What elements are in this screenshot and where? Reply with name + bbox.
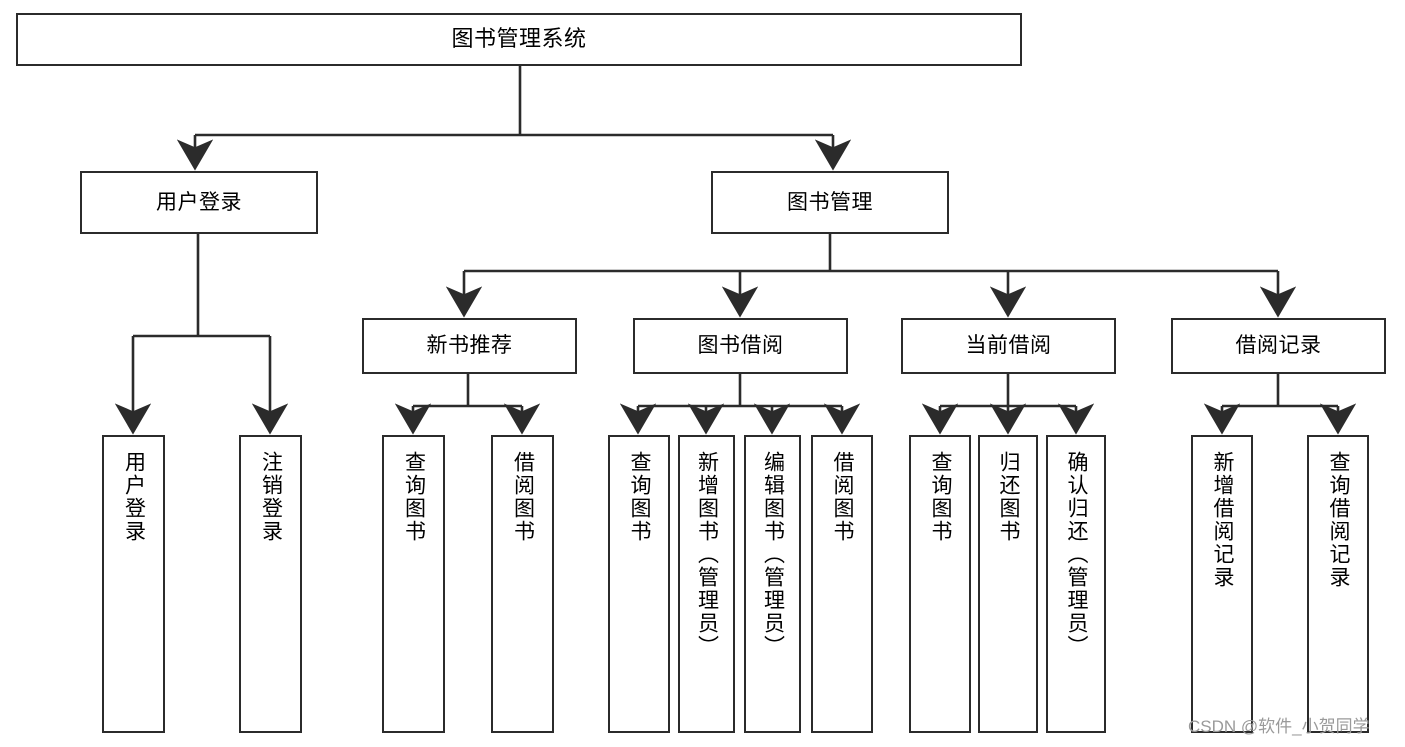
node-book-management[interactable]: 图书管理	[711, 171, 949, 234]
leaf-borrow-borrow-book[interactable]: 借阅图书	[811, 435, 873, 733]
node-borrow-record[interactable]: 借阅记录	[1171, 318, 1386, 374]
leaf-current-return-book[interactable]: 归还图书	[978, 435, 1038, 733]
node-label: 确认归还（管理员）	[1065, 451, 1089, 658]
node-label: 注销登录	[259, 451, 283, 543]
node-label: 新增图书（管理员）	[695, 451, 719, 658]
node-label: 新增借阅记录	[1211, 451, 1235, 589]
node-label: 查询借阅记录	[1327, 451, 1351, 589]
node-label: 用户登录	[122, 451, 146, 543]
node-label: 借阅记录	[1235, 334, 1322, 358]
leaf-record-query-record[interactable]: 查询借阅记录	[1307, 435, 1369, 733]
node-label: 编辑图书（管理员）	[761, 451, 785, 658]
watermark-text: CSDN @软件_小贺同学	[1188, 717, 1370, 736]
node-user-login[interactable]: 用户登录	[80, 171, 318, 234]
node-label: 用户登录	[156, 190, 242, 214]
leaf-borrow-add-book-admin[interactable]: 新增图书（管理员）	[678, 435, 735, 733]
node-label: 图书借阅	[697, 334, 784, 358]
node-label: 图书管理	[787, 190, 873, 214]
node-label: 图书管理系统	[451, 26, 587, 52]
node-label: 借阅图书	[511, 451, 535, 543]
node-label: 当前借阅	[965, 334, 1052, 358]
node-label: 查询图书	[929, 451, 953, 543]
node-label: 查询图书	[628, 451, 652, 543]
node-new-book-recommend[interactable]: 新书推荐	[362, 318, 577, 374]
leaf-record-add-record[interactable]: 新增借阅记录	[1191, 435, 1253, 733]
leaf-current-query-book[interactable]: 查询图书	[909, 435, 971, 733]
leaf-current-confirm-return-admin[interactable]: 确认归还（管理员）	[1046, 435, 1106, 733]
leaf-user-login-signout[interactable]: 注销登录	[239, 435, 302, 733]
leaf-user-login-signin[interactable]: 用户登录	[102, 435, 165, 733]
node-label: 新书推荐	[426, 334, 513, 358]
leaf-borrow-query-book[interactable]: 查询图书	[608, 435, 670, 733]
node-label: 借阅图书	[831, 451, 855, 543]
node-root-system[interactable]: 图书管理系统	[16, 13, 1022, 66]
node-label: 查询图书	[402, 451, 426, 543]
node-book-borrow[interactable]: 图书借阅	[633, 318, 848, 374]
node-current-borrow[interactable]: 当前借阅	[901, 318, 1116, 374]
node-label: 归还图书	[997, 451, 1021, 543]
leaf-newbook-query-book[interactable]: 查询图书	[382, 435, 445, 733]
leaf-newbook-borrow-book[interactable]: 借阅图书	[491, 435, 554, 733]
leaf-borrow-edit-book-admin[interactable]: 编辑图书（管理员）	[744, 435, 801, 733]
